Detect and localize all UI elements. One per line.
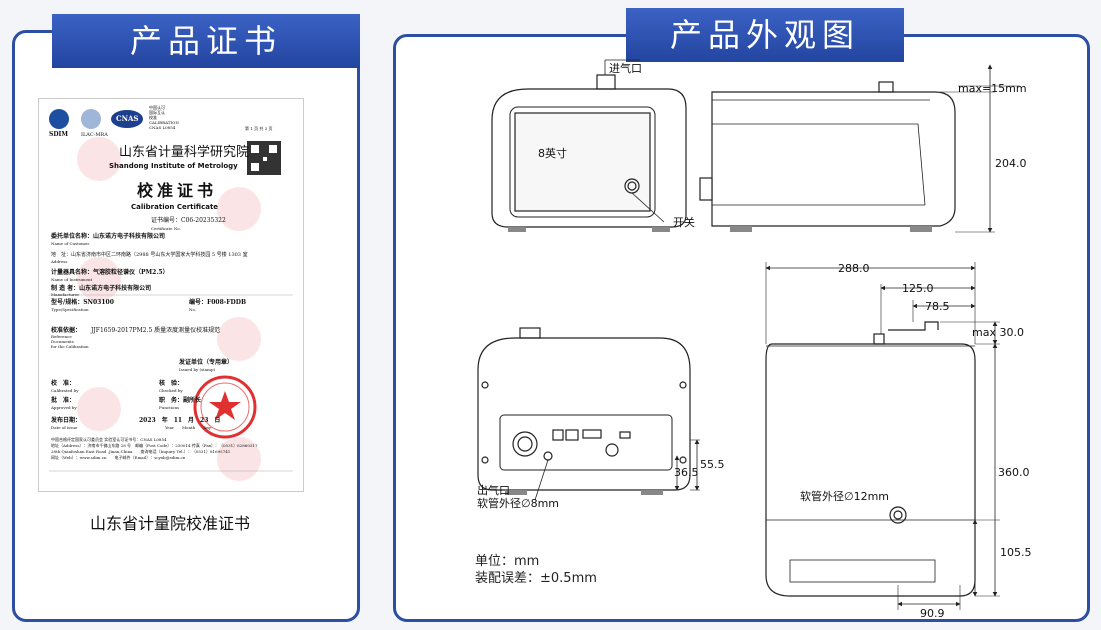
outlet-hose-label: 软管外径∅8mm <box>477 496 559 510</box>
manufacturer: 制 造 者：山东诺方电子科技有限公司 <box>51 285 152 292</box>
dim-max-30: max 30.0 <box>972 326 1024 339</box>
institute-name-cn: 山东省计量科学研究院 <box>119 145 250 160</box>
approved-by-en: Approved by <box>51 405 77 410</box>
customer-address-en: Address <box>51 259 68 264</box>
calibration-basis: JJF1659-2017PM2.5 质量浓度测量仪校准规范 <box>91 327 221 334</box>
issuer-label-en: Issued by (stamp) <box>179 367 216 372</box>
cnas-note-4: CALIBRATION <box>149 120 179 125</box>
page-number: 第 1 页 共 3 页 <box>245 126 273 131</box>
issue-date: 2023 年 11 月 23 日 <box>139 417 221 424</box>
dim-max-15: max=15mm <box>958 82 1027 95</box>
footer-line-2: 地址（Address）：济南市千佛山东路 28 号 邮编（Post Code）：… <box>51 443 258 448</box>
dim-55-5: 55.5 <box>700 458 725 471</box>
customer-name-en: Name of Customer <box>51 241 90 246</box>
issue-date-label: 发布日期： <box>51 417 82 424</box>
hose-12mm-label: 软管外径∅12mm <box>800 489 889 503</box>
cnas-note-2: 国际互认 <box>149 110 165 115</box>
dim-90-9: 90.9 <box>920 607 945 620</box>
basis-en-1: Reference <box>51 334 72 339</box>
tolerance-label: 装配误差：±0.5mm <box>475 571 597 586</box>
issuer-label: 发证单位（专用章） <box>179 359 234 366</box>
basis-en-3: for the Calibration <box>51 344 89 349</box>
issue-date-label-en: Date of issue <box>51 425 78 430</box>
certificate-tab-title: 产品证书 <box>52 14 360 68</box>
dim-360: 360.0 <box>998 466 1030 479</box>
cnas-logo-icon <box>111 110 143 128</box>
red-seal-stamp-icon <box>193 375 257 439</box>
footer-line-3: 28th Qianfoshan East Road ,Jinan,China 查… <box>51 449 231 454</box>
checked-by-en: Checked by <box>159 388 183 393</box>
model-spec-en: Type/Specification <box>51 307 89 312</box>
customer-name: 委托单位名称：山东诺方电子科技有限公司 <box>51 233 166 240</box>
calibrated-by-en: Calibrated by <box>51 388 79 393</box>
function-title: 职 务：副所长 <box>159 397 202 404</box>
seal-star-icon <box>209 391 241 420</box>
instrument-name-en: Name of Instrument <box>51 277 93 282</box>
dim-105-5: 105.5 <box>1000 546 1032 559</box>
dim-288: 288.0 <box>838 262 870 275</box>
certificate-title-en: Calibration Certificate <box>131 203 219 211</box>
manufacturer-en: Manufacturer <box>51 292 80 297</box>
dim-204: 204.0 <box>995 157 1027 170</box>
unit-label: 单位：mm <box>475 554 540 569</box>
certificate-number: 证书编号：C06-20235322 <box>151 217 226 224</box>
screen-size-label: 8英寸 <box>538 146 567 160</box>
calibration-basis-label: 校准依据： <box>51 327 82 334</box>
front-view-drawing <box>491 74 687 232</box>
top-view-drawing <box>765 321 976 597</box>
dim-36-5: 36.5 <box>674 466 699 479</box>
ilac-logo-icon <box>81 109 101 129</box>
dim-125: 125.0 <box>902 282 934 295</box>
approved-by: 批 准： <box>51 397 76 404</box>
cnas-note-5: CNAS L0854 <box>149 125 176 130</box>
cnas-note-1: 中国认可 <box>149 105 165 110</box>
certificate-graphics <box>49 109 293 481</box>
outlet-label: 出气口 <box>477 483 510 497</box>
checked-by: 核 验： <box>159 380 184 387</box>
issue-date-units: Year Month Day <box>165 425 212 430</box>
logo-label-sdim: SDIM <box>49 131 68 138</box>
basis-en-2: Documents <box>51 339 74 344</box>
customer-address: 地 址：山东省济南市中区二环南路（2988 号山东大学国家大学科技园 5 号楼 … <box>51 252 248 258</box>
switch-label: 开关 <box>673 215 695 229</box>
certificate-number-en: Certificate No. <box>151 226 181 231</box>
cnas-note-3: 校准 <box>149 115 157 120</box>
inlet-label: 进气口 <box>609 61 642 75</box>
model-spec: 型号/规格：SN03100 <box>51 299 114 306</box>
logo-label-cnas: CNAS <box>116 114 139 123</box>
serial-number: 编号：F008-FDDB <box>189 299 247 306</box>
units-note: 单位：mm 装配误差：±0.5mm <box>475 553 597 587</box>
logo-label-ilac: ILAC-MRA <box>81 132 108 138</box>
instrument-name: 计量器具名称：气溶胶粒径谱仪（PM2.5） <box>51 269 169 276</box>
function-title-en: Functions <box>159 405 180 410</box>
footer-line-4: 网址（Web）：www.sdim.cn 电子邮件（Email）：scyxb@sd… <box>51 455 186 460</box>
institute-name-en: Shandong Institute of Metrology <box>109 162 238 170</box>
serial-number-en: No. <box>189 307 197 312</box>
dim-78-5: 78.5 <box>925 300 950 313</box>
side-view-drawing <box>699 81 956 232</box>
certificate-watermark <box>77 137 261 481</box>
sdim-logo-icon <box>49 109 69 129</box>
calibrated-by: 校 准： <box>51 380 76 387</box>
drawing-tab-title: 产品外观图 <box>626 8 904 62</box>
certificate-caption: 山东省计量院校准证书 <box>89 514 250 533</box>
certificate-title-cn: 校准证书 <box>137 181 218 200</box>
footer-line-1: 中国合格评定国家认可委员会 实验室认可证书号：CNAS L0854 <box>51 437 167 442</box>
rear-view-drawing <box>477 327 691 495</box>
calibration-certificate-image: SDIM ILAC-MRA CNAS 中国认可 国际互认 校准 CALIBRAT… <box>38 98 304 492</box>
